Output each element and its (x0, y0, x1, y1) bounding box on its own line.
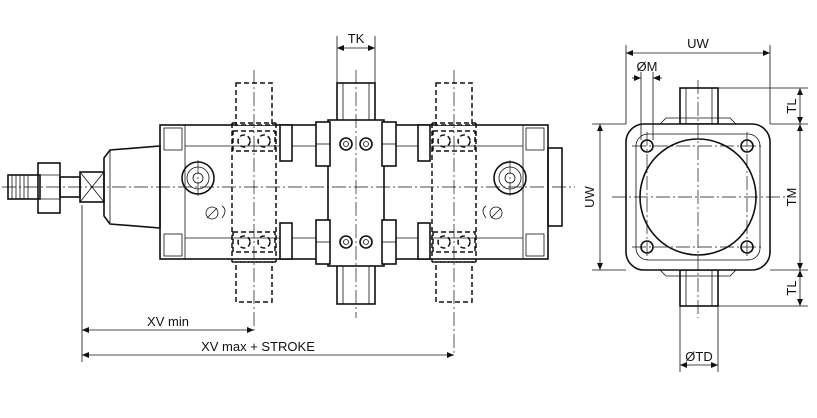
om-label: ØM (637, 59, 658, 74)
side-view (2, 70, 575, 355)
tm-label: TM (784, 188, 799, 207)
uw-top-label: UW (687, 36, 709, 51)
tk-dimension: TK (336, 31, 376, 83)
otd-label: ØTD (685, 349, 712, 364)
xv-dimensions: XV min XV max + STROKE (81, 205, 454, 362)
tk-label: TK (348, 31, 365, 46)
tl-top-label: TL (784, 98, 799, 113)
uw-left-dimension: UW (582, 123, 626, 271)
uw-top-dimension: UW (625, 36, 771, 124)
uw-left-label: UW (582, 185, 597, 207)
trunnion-block (279, 82, 431, 305)
xv-max-label: XV max + STROKE (201, 339, 315, 354)
xv-min-label: XV min (147, 314, 189, 329)
tl-bottom-label: TL (784, 280, 799, 295)
front-view (612, 80, 785, 318)
piston-rod-end (7, 162, 105, 214)
otd-dimension: ØTD (679, 306, 719, 372)
tm-dimension: TM TL TL (718, 87, 808, 307)
om-dimension: ØM (632, 59, 662, 140)
